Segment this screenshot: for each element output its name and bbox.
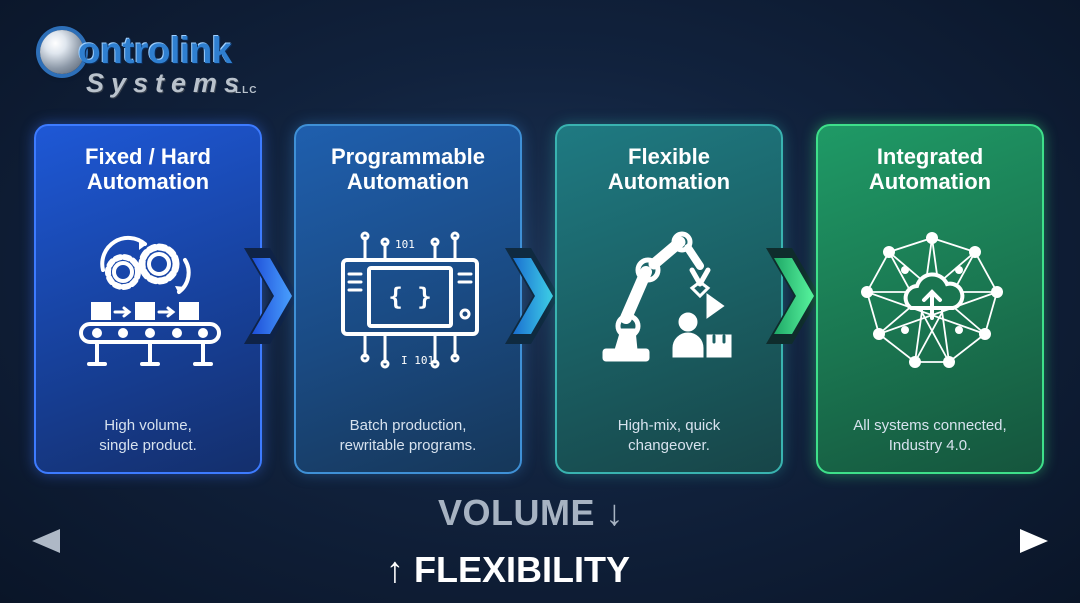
logo-subtitle: Systems xyxy=(86,68,247,98)
stage-card-flexible: Flexible Automation High-mix, quick chan… xyxy=(555,124,783,474)
code-controller-icon: 101 { } I 101 xyxy=(341,231,479,369)
volume-label: VOLUME ↓ xyxy=(438,492,625,533)
stage-title: Integrated Automation xyxy=(868,144,992,194)
logo-sphere-icon xyxy=(40,30,84,74)
company-logo: ontrolink Systems LLC xyxy=(34,20,274,102)
stage-description: All systems connected, Industry 4.0. xyxy=(853,417,1007,454)
svg-text:I 101: I 101 xyxy=(401,354,434,367)
chevron-right-icon xyxy=(766,248,820,344)
stage-card-fixed: Fixed / Hard Automation High volume, sin… xyxy=(34,124,262,474)
stage-description: High volume, single product. xyxy=(99,417,197,454)
stage-description: Batch production, rewritable programs. xyxy=(339,417,477,454)
flexibility-label: ↑ FLEXIBILITY xyxy=(386,549,631,590)
logo-wordmark: ontrolink xyxy=(78,30,232,71)
double-arrow-axis xyxy=(32,529,1048,553)
stage-title: Fixed / Hard Automation xyxy=(85,144,211,194)
cloud-network-icon xyxy=(861,232,1003,368)
conveyor-gears-icon xyxy=(79,235,221,366)
svg-text:{ }: { } xyxy=(388,283,431,311)
robot-arm-icon xyxy=(602,231,732,362)
stage-card-integrated: Integrated Automation All systems connec… xyxy=(816,124,1044,474)
chevron-right-icon xyxy=(505,248,559,344)
stage-title: Programmable Automation xyxy=(330,144,486,194)
logo-llc: LLC xyxy=(235,85,258,96)
stage-card-programmable: Programmable Automation 101 { } I 101 Ba… xyxy=(294,124,522,474)
stage-description: High-mix, quick changeover. xyxy=(617,417,721,454)
svg-text:101: 101 xyxy=(395,238,415,251)
chevron-right-icon xyxy=(244,248,298,344)
stage-title: Flexible Automation xyxy=(607,144,731,194)
